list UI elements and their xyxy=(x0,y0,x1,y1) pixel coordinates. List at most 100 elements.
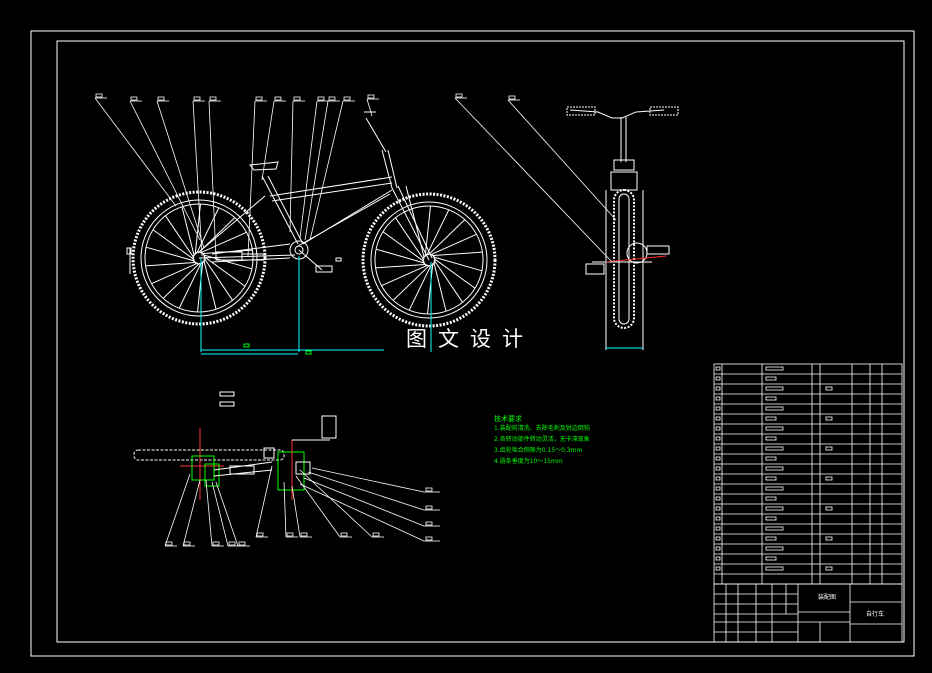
wheel-spoke xyxy=(203,255,246,287)
wheel-spoke xyxy=(165,215,195,259)
leader-line xyxy=(247,100,256,257)
note-line: 1.装配前清洗、去除毛刺及锐边倒钝 xyxy=(494,424,590,432)
row-index-mark xyxy=(715,526,721,531)
row-text-mark xyxy=(765,556,777,561)
leader-line xyxy=(215,481,239,547)
wheel-spoke xyxy=(427,263,434,315)
row-text-mark xyxy=(765,386,784,391)
row-text-mark xyxy=(765,376,777,381)
balloon-tag xyxy=(165,541,173,546)
balloon-tag xyxy=(367,94,375,99)
row-text-mark xyxy=(765,526,784,531)
row-text-mark xyxy=(765,396,777,401)
row-text-mark xyxy=(765,416,777,421)
leader-line xyxy=(205,479,213,547)
leader-line xyxy=(299,100,318,239)
note-line: 3.齿轮啮合侧隙为0.15～0.3mm xyxy=(494,446,582,454)
row-qty-mark xyxy=(825,566,833,571)
balloon-tag xyxy=(508,95,516,100)
wheel-spoke xyxy=(424,205,431,257)
row-index-mark xyxy=(715,406,721,411)
wheel-spoke xyxy=(162,262,201,299)
row-qty-mark xyxy=(825,446,833,451)
detail-leader-lines xyxy=(164,465,440,547)
inner-frame xyxy=(56,40,905,643)
title-block-material: 装配图 xyxy=(818,593,836,601)
row-text-mark xyxy=(765,466,784,471)
balloon-tag xyxy=(238,541,246,546)
row-text-mark xyxy=(765,516,777,521)
balloon-tag xyxy=(212,541,220,546)
front-leader-lines xyxy=(454,93,617,263)
row-index-mark xyxy=(715,446,721,451)
leader-line xyxy=(303,477,425,527)
balloon-tag xyxy=(340,532,348,537)
wheel-spoke xyxy=(408,264,432,311)
leader-line xyxy=(129,100,201,241)
balloon-tag xyxy=(425,505,433,510)
row-text-mark xyxy=(765,506,784,511)
leader-line xyxy=(94,97,177,207)
row-text-mark xyxy=(765,476,777,481)
wheel-spoke xyxy=(431,251,483,257)
balloon-tag xyxy=(328,96,336,101)
row-text-mark xyxy=(765,456,777,461)
leader-line xyxy=(454,97,613,263)
row-index-mark xyxy=(715,456,721,461)
leader-line xyxy=(299,483,425,542)
front-wheel xyxy=(361,192,497,328)
wheel-spoke xyxy=(196,207,220,254)
wheel-spoke xyxy=(375,248,426,264)
wheel-spoke xyxy=(375,263,427,269)
row-text-mark xyxy=(765,546,784,551)
row-text-mark xyxy=(765,566,784,571)
balloon-tag xyxy=(300,532,308,537)
wheel-spoke xyxy=(433,261,447,312)
notes-heading: 技术要求 xyxy=(494,414,522,423)
balloon-tag xyxy=(256,532,264,537)
row-qty-mark xyxy=(825,416,833,421)
wheel-spoke xyxy=(395,217,425,261)
balloon-tag xyxy=(255,96,263,101)
drivetrain xyxy=(211,240,333,273)
parts-list-table xyxy=(713,363,903,585)
watermark-text: 图文设计 xyxy=(406,327,534,351)
balloon-tag xyxy=(228,541,236,546)
balloon-tag xyxy=(293,96,301,101)
row-index-mark xyxy=(715,376,721,381)
row-index-mark xyxy=(715,556,721,561)
wheel-spoke xyxy=(145,246,196,262)
wheel-spoke xyxy=(432,256,483,272)
balloon-tag xyxy=(343,96,351,101)
leader-line xyxy=(507,99,617,221)
row-text-mark xyxy=(765,536,777,541)
wheel-spoke xyxy=(145,261,197,267)
leader-line xyxy=(299,469,373,538)
wheel-spoke xyxy=(433,257,476,289)
leader-line xyxy=(283,481,287,538)
wheel-spoke xyxy=(382,231,425,263)
wheel-spoke xyxy=(152,229,195,261)
balloon-tag xyxy=(425,536,433,541)
leader-line xyxy=(182,479,201,547)
row-index-mark xyxy=(715,536,721,541)
row-qty-mark xyxy=(825,536,833,541)
leader-line xyxy=(261,100,275,181)
wheel-spoke xyxy=(181,206,195,257)
balloon-tag xyxy=(183,541,191,546)
wheel-spoke xyxy=(427,219,466,256)
leader-line xyxy=(291,485,301,538)
note-line: 4.链条垂度为10～15mm xyxy=(494,457,563,465)
leader-line xyxy=(156,100,205,249)
leader-line xyxy=(211,481,229,547)
title-block xyxy=(713,583,903,643)
bicycle-front-view xyxy=(566,106,679,350)
hub-plan-detail xyxy=(133,391,337,500)
balloon-tag xyxy=(157,96,165,101)
wheel-spoke xyxy=(392,264,431,301)
row-index-mark xyxy=(715,506,721,511)
row-qty-mark xyxy=(825,476,833,481)
row-index-mark xyxy=(715,416,721,421)
